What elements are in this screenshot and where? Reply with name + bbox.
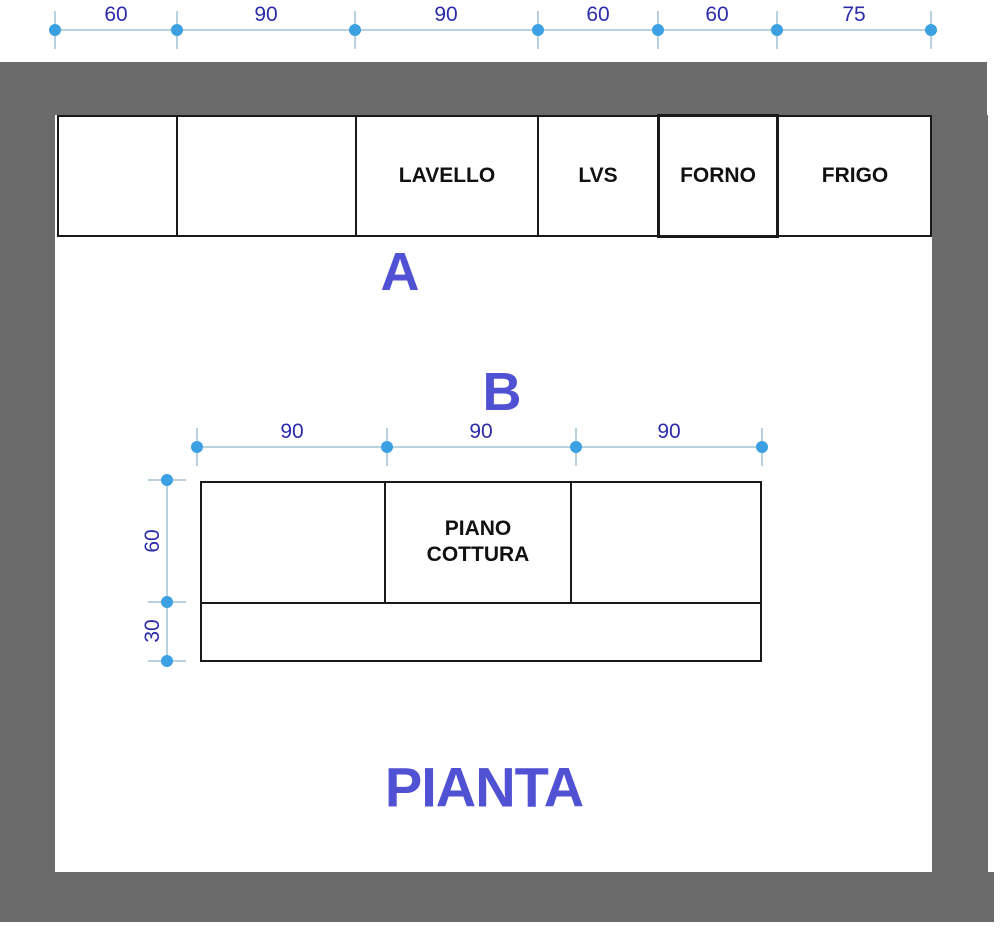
- top-dimension-dot: [349, 24, 361, 36]
- island-dimension-dot: [191, 441, 203, 453]
- cabinet-divider: [176, 115, 178, 237]
- island-divider: [384, 481, 386, 603]
- left-dimension-value: 60: [141, 529, 164, 553]
- wall-bottom: [0, 872, 994, 922]
- wall-left: [0, 62, 55, 922]
- top-dimension-value: 90: [434, 3, 458, 26]
- cabinet-label-lvs: LVS: [578, 164, 618, 187]
- cooktop-label-line2: COTTURA: [426, 543, 530, 566]
- island-dimension-dot: [381, 441, 393, 453]
- top-dimension-dot: [532, 24, 544, 36]
- top-dimension-dot: [171, 24, 183, 36]
- cabinet-label-frigo: FRIGO: [821, 164, 889, 187]
- section-label-b: B: [482, 362, 522, 422]
- top-dimension-value: 60: [705, 3, 729, 26]
- top-dimension-value: 75: [842, 3, 866, 26]
- top-dimension-value: 60: [586, 3, 610, 26]
- island-dimension-value: 90: [657, 420, 681, 443]
- cabinet-label-lavello: LAVELLO: [398, 164, 496, 187]
- island-dimension-dot: [756, 441, 768, 453]
- section-label-a: A: [380, 242, 420, 302]
- left-dimension-dot: [161, 474, 173, 486]
- left-dimension-dot: [161, 655, 173, 667]
- cooktop-label: PIANO COTTURA: [385, 481, 571, 603]
- island-dimension-line: [197, 446, 762, 448]
- cooktop-label-line1: PIANO: [444, 517, 512, 540]
- cabinet-label-forno: FORNO: [680, 164, 756, 187]
- plan-title: PIANTA: [384, 755, 584, 819]
- left-dimension-dot: [161, 596, 173, 608]
- wall-right: [932, 115, 988, 922]
- top-dimension-dot: [925, 24, 937, 36]
- top-dimension-dot: [652, 24, 664, 36]
- island-dimension-value: 90: [280, 420, 304, 443]
- island-dimension-dot: [570, 441, 582, 453]
- cabinet-row-outline: [57, 115, 932, 237]
- top-dimension-line: [55, 29, 931, 31]
- island-outline: [200, 481, 762, 662]
- top-dimension-dot: [49, 24, 61, 36]
- oven-cell-outline: [657, 114, 779, 238]
- top-dimension-dot: [771, 24, 783, 36]
- cabinet-divider: [537, 115, 539, 237]
- left-dimension-value: 30: [141, 619, 164, 643]
- left-dimension-line: [166, 480, 168, 661]
- top-dimension-value: 60: [104, 3, 128, 26]
- top-dimension-value: 90: [254, 3, 278, 26]
- island-divider: [570, 481, 572, 603]
- cabinet-divider: [355, 115, 357, 237]
- wall-top: [0, 62, 987, 115]
- island-dimension-value: 90: [469, 420, 493, 443]
- island-split-line: [200, 602, 762, 604]
